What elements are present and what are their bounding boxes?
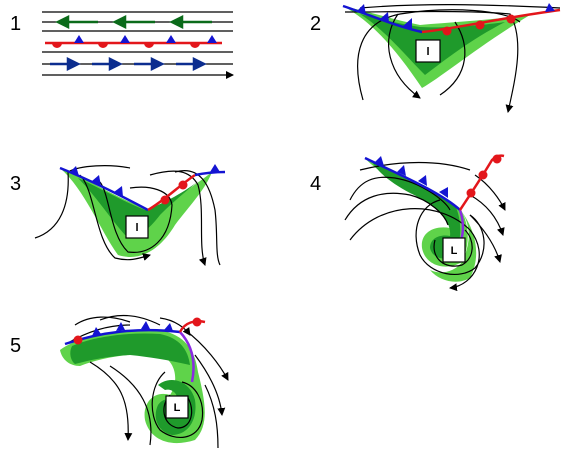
stage-number: 4 bbox=[310, 173, 321, 195]
precipitation-region bbox=[430, 212, 477, 282]
streamline bbox=[204, 384, 219, 449]
low-pressure-label: L bbox=[451, 245, 458, 257]
warm-front-semicircle-icon bbox=[478, 170, 488, 180]
streamline bbox=[89, 361, 133, 441]
cold-front-triangle-icon bbox=[164, 323, 173, 331]
cold-front bbox=[59, 166, 149, 212]
low-pressure-label: l bbox=[135, 222, 138, 234]
streamline bbox=[194, 354, 226, 416]
flow-arrow-icon bbox=[112, 14, 127, 30]
stage-number: 3 bbox=[10, 173, 21, 195]
warm-front-semicircle-icon bbox=[475, 20, 485, 30]
streamline bbox=[74, 316, 131, 326]
cold-front-triangle-icon bbox=[357, 4, 366, 15]
warm-front-semicircle-icon bbox=[98, 43, 108, 48]
occluded-front bbox=[179, 331, 195, 383]
stage-3: 3 l bbox=[10, 164, 226, 266]
cold-front bbox=[364, 156, 461, 211]
streamline bbox=[99, 181, 173, 253]
low-pressure-label: L bbox=[174, 402, 181, 414]
streamline bbox=[469, 194, 505, 236]
flow-arrow-icon bbox=[55, 14, 70, 30]
low-pressure-box-icon bbox=[165, 395, 189, 419]
streamline bbox=[163, 394, 193, 429]
streamline bbox=[349, 176, 451, 211]
cold-front-triangle-icon bbox=[207, 35, 217, 43]
warm-front-semicircle-icon bbox=[52, 43, 62, 48]
streamline bbox=[149, 170, 207, 266]
cold-front bbox=[194, 170, 226, 177]
stage-5: 5 L bbox=[10, 314, 229, 449]
streamline bbox=[99, 314, 161, 326]
warm-front-semicircle-icon bbox=[190, 43, 200, 48]
cold-front-triangle-icon bbox=[114, 186, 123, 197]
cold-front-triangle-icon bbox=[116, 322, 125, 331]
flow-arrow-icon bbox=[150, 56, 165, 72]
stage-number: 5 bbox=[10, 335, 21, 357]
streamline bbox=[344, 192, 449, 226]
streamline bbox=[349, 208, 480, 292]
streamline bbox=[433, 229, 473, 267]
low-pressure-box-icon bbox=[125, 215, 149, 239]
cold-front-triangle-icon bbox=[397, 165, 406, 176]
cold-front-triangle-icon bbox=[545, 3, 555, 12]
streamline bbox=[359, 161, 471, 171]
heavy-precipitation-region bbox=[70, 333, 190, 365]
cold-front-triangle-icon bbox=[210, 164, 220, 172]
low-pressure-label: l bbox=[426, 46, 429, 58]
streamline bbox=[109, 365, 152, 446]
warm-front bbox=[178, 320, 206, 333]
cold-front-triangle-icon bbox=[70, 166, 79, 176]
cold-front-triangle-icon bbox=[141, 321, 150, 329]
cold-front-triangle-icon bbox=[166, 35, 176, 43]
cold-front-triangle-icon bbox=[439, 187, 448, 198]
stage-2: 2 l bbox=[310, 3, 561, 113]
cold-front-triangle-icon bbox=[418, 175, 427, 186]
stage-number: 1 bbox=[10, 13, 21, 35]
flow-arrow-icon bbox=[192, 56, 207, 72]
warm-front-semicircle-icon bbox=[178, 180, 188, 190]
cold-front-triangle-icon bbox=[74, 35, 84, 43]
cold-front-triangle-icon bbox=[375, 156, 384, 166]
cold-front-triangle-icon bbox=[380, 12, 389, 23]
stage-4: 4 L bbox=[310, 154, 506, 292]
stage-number: 2 bbox=[310, 13, 321, 35]
cold-front bbox=[342, 4, 423, 34]
flow-arrow-icon bbox=[66, 56, 81, 72]
streamline bbox=[359, 4, 561, 9]
streamline bbox=[474, 174, 506, 211]
stage-1: 1 bbox=[10, 11, 234, 79]
warm-front-semicircle-icon bbox=[466, 188, 476, 198]
flow-arrow-icon bbox=[108, 56, 123, 72]
warm-front bbox=[458, 154, 505, 211]
cold-front-triangle-icon bbox=[403, 18, 412, 29]
flow-arrow-icon bbox=[169, 14, 184, 30]
warm-front-semicircle-icon bbox=[192, 317, 202, 327]
streamline bbox=[174, 170, 221, 266]
streamline bbox=[151, 371, 204, 438]
streamline bbox=[184, 329, 229, 381]
cold-front-triangle-icon bbox=[92, 327, 101, 336]
streamline bbox=[79, 174, 151, 261]
low-pressure-box-icon bbox=[442, 237, 466, 263]
warm-front-semicircle-icon bbox=[160, 195, 170, 205]
warm-front bbox=[147, 173, 196, 212]
cold-front-triangle-icon bbox=[92, 175, 101, 186]
warm-front-semicircle-icon bbox=[492, 154, 502, 164]
streamline bbox=[439, 21, 466, 96]
low-pressure-box-icon bbox=[415, 39, 441, 63]
warm-front-semicircle-icon bbox=[73, 335, 83, 345]
cold-front-triangle-icon bbox=[120, 35, 130, 43]
warm-front-semicircle-icon bbox=[506, 14, 516, 24]
streamline bbox=[344, 10, 519, 113]
warm-front-semicircle-icon bbox=[442, 26, 452, 36]
streamline bbox=[415, 199, 485, 276]
warm-front-semicircle-icon bbox=[144, 43, 154, 48]
streamline bbox=[469, 214, 502, 263]
